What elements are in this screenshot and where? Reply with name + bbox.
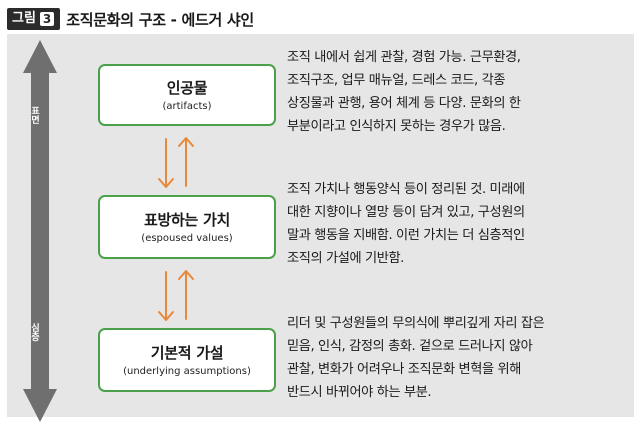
depth-axis-arrow [23,40,57,422]
description-line: 관찰, 변화가 어려우나 조직문화 변혁을 위해 [287,362,521,377]
axis-label-surface: 표면 [29,106,39,124]
arrow-down-2 [158,271,174,321]
description-line: 믿음, 인식, 감정의 총화. 겉으로 드러나지 않아 [287,339,533,354]
level-box-espoused-values: 표방하는 가치 (espoused values) [98,195,276,259]
description-line: 반드시 바뀌어야 하는 부분. [287,385,432,400]
description-line: 대한 지향이나 열망 등이 담겨 있고, 구성원의 [287,205,525,220]
figure-label: 그림 [12,11,36,26]
arrow-up-1 [178,137,194,187]
axis-down-arrowhead [23,389,57,422]
description-line: 말과 행동을 지배함. 이런 가치는 더 심층적인 [287,228,525,243]
description-line: 리더 및 구성원들의 무의식에 뿌리깊게 자리 잡은 [287,316,545,331]
title-row: 그림 3 조직문화의 구조 - 에드거 샤인 [7,8,254,30]
description-line: 부분이라고 인식하지 못하는 경우가 많음. [287,119,506,134]
level-name: 표방하는 가치 [144,211,230,229]
description-espoused-values: 조직 가치나 행동양식 등이 정리된 것. 미래에 대한 지향이나 열망 등이 … [287,178,627,270]
arrow-up-2 [178,270,194,320]
axis-up-arrowhead [23,40,57,73]
description-line: 조직 가치나 행동양식 등이 정리된 것. 미래에 [287,182,525,197]
level-english-name: (artifacts) [162,101,212,112]
level-box-artifacts: 인공물 (artifacts) [98,64,276,126]
level-name: 기본적 가설 [150,344,224,362]
page-title: 조직문화의 구조 - 에드거 샤인 [66,10,254,29]
description-line: 조직구조, 업무 매뉴얼, 드레스 코드, 각종 [287,73,506,88]
description-artifacts: 조직 내에서 쉽게 관찰, 경험 가능. 근무환경, 조직구조, 업무 매뉴얼,… [287,46,627,138]
arrow-down-1 [158,138,174,188]
description-line: 조직의 가설에 기반함. [287,251,404,266]
axis-label-deep: 심층 [29,323,39,341]
description-underlying-assumptions: 리더 및 구성원들의 무의식에 뿌리깊게 자리 잡은 믿음, 인식, 감정의 총… [287,312,627,404]
level-name: 인공물 [166,79,208,97]
level-english-name: (underlying assumptions) [123,366,251,377]
level-english-name: (espoused values) [141,233,233,244]
description-line: 조직 내에서 쉽게 관찰, 경험 가능. 근무환경, [287,50,521,65]
figure-number: 3 [39,12,55,26]
figure-badge: 그림 3 [7,8,61,30]
level-box-underlying-assumptions: 기본적 가설 (underlying assumptions) [98,328,276,392]
description-line: 상징물과 관행, 용어 체계 등 다양. 문화의 한 [287,96,521,111]
axis-shaft [31,72,49,390]
